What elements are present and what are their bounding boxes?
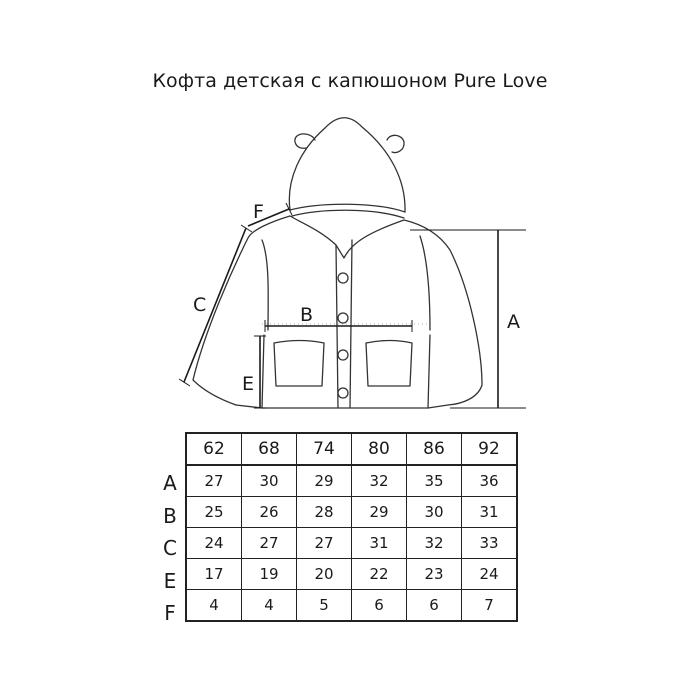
- size-header: 62: [185, 432, 242, 466]
- table-cell: 5: [296, 589, 352, 622]
- table-cell: 22: [351, 558, 407, 590]
- size-table: 62 68 74 80 86 92 27 30 29 32 35 36 25 2…: [185, 432, 518, 622]
- table-row: 17 19 20 22 23 24: [185, 558, 518, 590]
- table-row: 25 26 28 29 30 31: [185, 496, 518, 528]
- measure-b-label: B: [300, 304, 313, 326]
- size-header: 86: [406, 432, 462, 466]
- table-cell: 25: [185, 496, 242, 528]
- row-label-b: B: [163, 503, 177, 528]
- table-cell: 7: [461, 589, 518, 622]
- table-cell: 36: [461, 464, 518, 497]
- hood-rim: [289, 203, 406, 213]
- size-header-row: 62 68 74 80 86 92: [185, 432, 518, 466]
- table-row: 24 27 27 31 32 33: [185, 527, 518, 559]
- measure-a-label: A: [507, 311, 520, 333]
- table-cell: 35: [406, 464, 462, 497]
- table-cell: 33: [461, 527, 518, 559]
- table-cell: 6: [406, 589, 462, 622]
- measure-c-label: C: [193, 294, 206, 316]
- table-cell: 31: [461, 496, 518, 528]
- table-cell: 28: [296, 496, 352, 528]
- table-cell: 20: [296, 558, 352, 590]
- table-cell: 32: [406, 527, 462, 559]
- table-cell: 27: [185, 464, 242, 497]
- button-3: [337, 349, 349, 361]
- size-header: 74: [296, 432, 352, 466]
- table-cell: 27: [241, 527, 297, 559]
- hood-outline: [288, 117, 406, 213]
- table-cell: 24: [461, 558, 518, 590]
- table-cell: 4: [241, 589, 297, 622]
- table-cell: 26: [241, 496, 297, 528]
- right-ear: [386, 134, 405, 154]
- button-2: [337, 312, 349, 324]
- size-header: 68: [241, 432, 297, 466]
- size-header: 92: [461, 432, 518, 466]
- table-cell: 27: [296, 527, 352, 559]
- row-label-f: F: [164, 601, 176, 625]
- table-cell: 29: [296, 464, 352, 497]
- row-label-c: C: [163, 536, 177, 560]
- table-cell: 32: [351, 464, 407, 497]
- collar: [289, 215, 405, 259]
- right-sleeve: [403, 219, 483, 406]
- left-sleeve: [192, 215, 291, 406]
- left-pocket: [273, 339, 325, 387]
- page-title: Кофта детская с капюшоном Pure Love: [152, 70, 548, 92]
- table-cell: 24: [185, 527, 242, 559]
- row-labels: A B C E F: [158, 467, 182, 630]
- jacket-diagram: A B C E F: [178, 117, 526, 409]
- measure-f-label: F: [253, 201, 264, 223]
- table-cell: 6: [351, 589, 407, 622]
- left-ear: [294, 133, 316, 149]
- button-4: [337, 387, 349, 399]
- table-cell: 30: [241, 464, 297, 497]
- button-1: [337, 272, 349, 284]
- measure-f-line: [247, 208, 290, 227]
- measure-c-line: [183, 227, 247, 383]
- body-outline: [261, 334, 431, 409]
- table-row: 4 4 5 6 6 7: [185, 589, 518, 622]
- table-row: 27 30 29 32 35 36: [185, 464, 518, 497]
- right-pocket: [365, 339, 413, 387]
- table-cell: 29: [351, 496, 407, 528]
- table-cell: 30: [406, 496, 462, 528]
- row-label-e: E: [163, 568, 177, 593]
- size-header: 80: [351, 432, 407, 466]
- row-label-a: A: [163, 471, 177, 495]
- table-cell: 23: [406, 558, 462, 590]
- table-cell: 19: [241, 558, 297, 590]
- table-cell: 17: [185, 558, 242, 590]
- table-cell: 4: [185, 589, 242, 622]
- table-cell: 31: [351, 527, 407, 559]
- measure-e-label: E: [242, 373, 254, 395]
